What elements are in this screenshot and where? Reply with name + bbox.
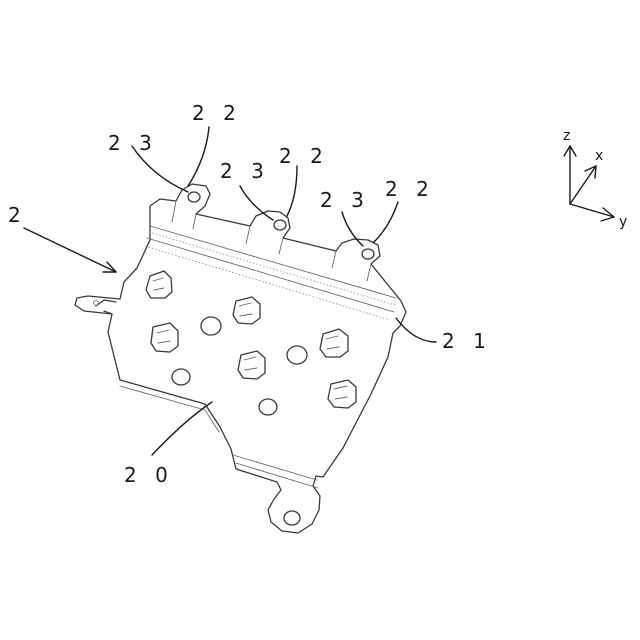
plate-edge [120,386,219,432]
tab-mid-hole [274,220,286,230]
leader-tab-left [188,127,209,186]
tab-left-riser [172,201,196,229]
ear-hole [94,301,99,306]
label-hole-mid: 2 3 [220,159,270,183]
leader-tab-right [374,202,398,242]
foot-hole [284,511,300,525]
axis-label-x: x [595,148,603,164]
label-flange: 2 1 [442,329,492,353]
leader-hole-right [342,212,363,246]
label-hole-right: 2 3 [320,188,370,212]
flange-band-top [150,226,396,298]
x-axis [570,166,596,204]
y-axis [570,204,614,217]
axis-label-z: z [563,128,570,144]
tab-right-riser [332,251,371,281]
flange-band-bottom [147,238,394,312]
tab-right-hole [362,249,374,259]
label-plate: 2 0 [124,463,174,487]
reference-numerals: 2 2 3 2 2 2 3 2 2 2 3 2 2 2 1 2 0 [8,101,492,487]
leader-hole-mid [240,186,273,220]
ear-tab [96,300,116,314]
coordinate-axes: z x y [563,128,627,230]
flange-shadow [145,246,390,320]
axis-label-y: y [619,214,627,230]
label-tab-right: 2 2 [385,177,435,201]
flange-band-mid [149,232,395,305]
label-tab-mid: 2 2 [279,144,329,168]
label-assembly: 2 [8,203,27,227]
label-hole-left: 2 3 [108,131,158,155]
leader-assembly [24,228,116,272]
tab-left-hole [188,192,200,202]
leader-tab-mid [287,166,297,216]
label-tab-left: 2 2 [192,101,242,125]
leader-plate [152,402,212,455]
